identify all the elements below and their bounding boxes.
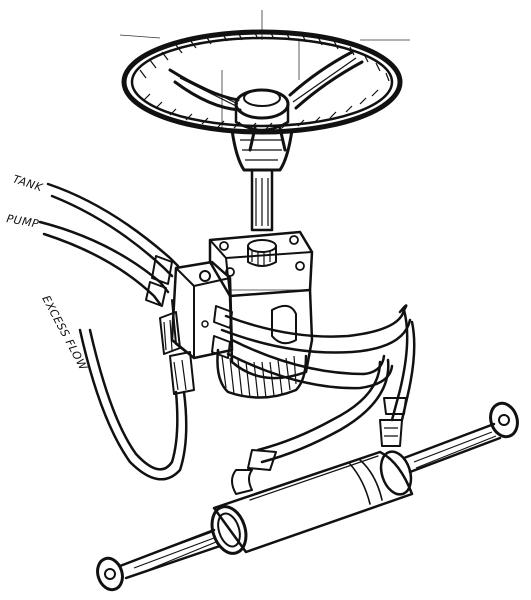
tank-label: TANK <box>11 172 44 194</box>
cylinder-hoses <box>211 304 416 471</box>
excess-flow-label: EXCESS FLOW <box>39 293 90 373</box>
pump-label: PUMP <box>5 212 40 231</box>
steering-wheel <box>121 29 403 232</box>
steering-control-unit <box>159 230 314 399</box>
rim-texture <box>139 30 390 130</box>
hydraulic-cylinder <box>96 401 519 592</box>
supply-hoses <box>38 182 188 481</box>
hose-labels: TANK PUMP EXCESS FLOW <box>5 172 90 373</box>
